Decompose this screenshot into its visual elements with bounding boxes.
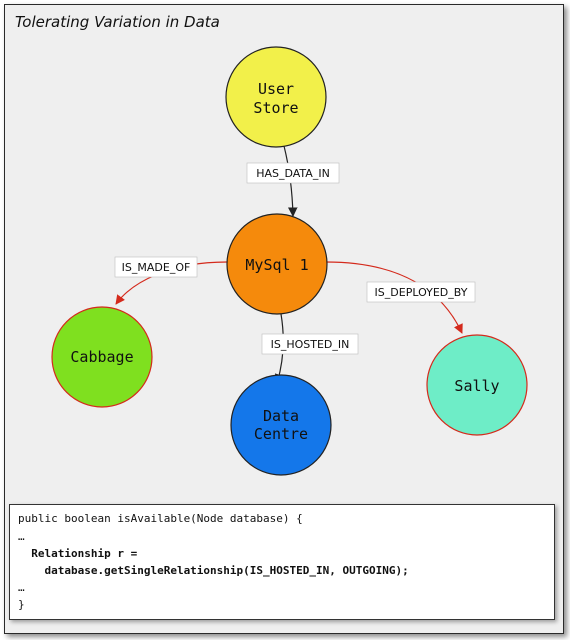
node-data-centre: Data Centre <box>230 374 332 476</box>
code-snippet: public boolean isAvailable(Node database… <box>9 504 555 620</box>
edge-label-is-hosted-in: IS_HOSTED_IN <box>261 333 359 355</box>
node-user-store: User Store <box>225 46 327 148</box>
edge-label-has-data-in: HAS_DATA_IN <box>246 162 340 184</box>
svg-text:IS_MADE_OF: IS_MADE_OF <box>122 261 191 274</box>
code-line: Relationship r = <box>18 547 138 560</box>
code-line: database.getSingleRelationship(IS_HOSTED… <box>18 564 409 577</box>
svg-text:User: User <box>258 80 294 98</box>
svg-text:Data: Data <box>263 407 299 425</box>
svg-text:IS_DEPLOYED_BY: IS_DEPLOYED_BY <box>375 286 468 299</box>
edge-label-is-deployed-by: IS_DEPLOYED_BY <box>366 281 476 303</box>
svg-text:Store: Store <box>253 99 298 117</box>
svg-text:MySql 1: MySql 1 <box>245 256 308 274</box>
svg-text:Centre: Centre <box>254 425 308 443</box>
code-line: public boolean isAvailable(Node database… <box>18 512 303 525</box>
svg-text:Cabbage: Cabbage <box>70 348 133 366</box>
node-mysql-1: MySql 1 <box>226 213 328 315</box>
node-cabbage: Cabbage <box>51 306 153 408</box>
edge-label-is-made-of: IS_MADE_OF <box>114 256 198 278</box>
code-line: … <box>18 530 25 543</box>
svg-text:HAS_DATA_IN: HAS_DATA_IN <box>256 167 330 180</box>
diagram-title: Tolerating Variation in Data <box>15 13 220 31</box>
code-line: } <box>18 598 25 611</box>
svg-text:Sally: Sally <box>454 377 499 395</box>
code-line: … <box>18 581 25 594</box>
node-sally: Sally <box>426 334 528 436</box>
svg-text:IS_HOSTED_IN: IS_HOSTED_IN <box>271 338 350 351</box>
edge-is-deployed-by <box>325 261 463 334</box>
